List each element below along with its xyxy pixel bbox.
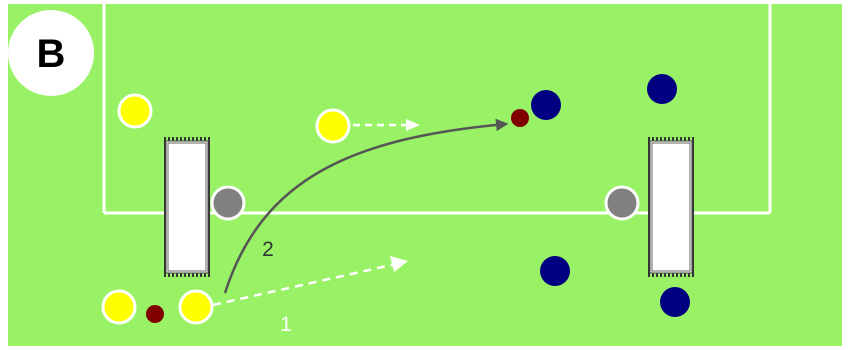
pass-label-two: 2 (262, 238, 274, 261)
curved-arrow-pass-two (223, 118, 509, 294)
player-disc-icon (647, 74, 677, 104)
pass-label-one: 1 (280, 313, 292, 336)
player-disc-icon (210, 185, 246, 221)
pitch (8, 4, 842, 346)
dashed-arrow-top (353, 119, 420, 131)
player-disc-icon (178, 289, 214, 325)
dashed-arrow-pass-one (212, 256, 408, 307)
ball-icon (511, 109, 529, 127)
player-disc-icon (660, 287, 690, 317)
player-disc-icon (531, 90, 561, 120)
player-disc-icon (315, 108, 351, 144)
player-disc-icon (117, 93, 153, 129)
player-disc-icon (540, 256, 570, 286)
badge-letter: B (37, 32, 66, 76)
mini-goal-icon (162, 137, 212, 277)
player-disc-icon (101, 289, 137, 325)
player-disc-icon (604, 185, 640, 221)
ball-icon (146, 305, 164, 323)
badge-letter-icon (8, 10, 94, 96)
mini-goal-icon (646, 137, 696, 277)
